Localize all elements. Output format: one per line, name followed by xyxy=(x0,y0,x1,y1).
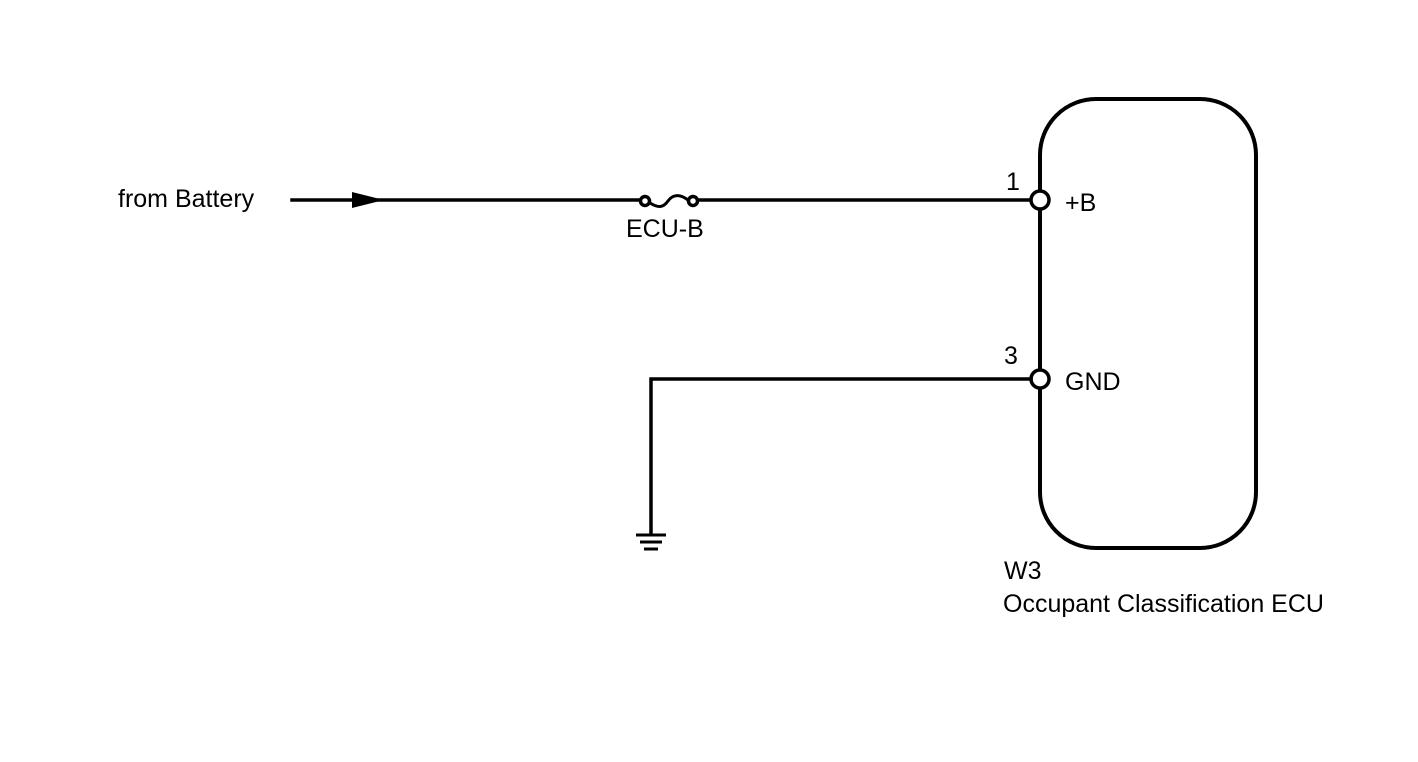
arrow-right-icon xyxy=(352,192,384,208)
fuse-label: ECU-B xyxy=(626,215,704,243)
terminal-3-signal: GND xyxy=(1065,368,1121,396)
connector-terminal-circle-icon xyxy=(1029,189,1051,211)
terminal-3-pin: 3 xyxy=(1004,342,1018,370)
source-label: from Battery xyxy=(118,185,255,213)
terminal-1-pin: 1 xyxy=(1006,168,1020,196)
fuse-element xyxy=(649,194,689,208)
fuse-terminal-left xyxy=(638,194,652,208)
fuse-symbol-icon xyxy=(638,194,700,208)
power-input-wire xyxy=(290,192,642,208)
ecu-connector-label: W3 xyxy=(1004,557,1042,585)
ground-symbol-icon xyxy=(636,533,666,551)
ecu-terminal-1: 1 +B xyxy=(1006,168,1096,217)
ecu-body xyxy=(1038,97,1258,550)
wire-ecu-to-ground xyxy=(649,377,1033,535)
terminal-1-signal: +B xyxy=(1065,189,1096,217)
fuse-terminal-right xyxy=(686,194,700,208)
ground-wire xyxy=(649,377,1033,535)
ecu-terminal-3: 3 GND xyxy=(1004,342,1121,396)
ecu-name-label: Occupant Classification ECU xyxy=(1003,590,1324,618)
connector-terminal-circle-icon xyxy=(1029,368,1051,390)
